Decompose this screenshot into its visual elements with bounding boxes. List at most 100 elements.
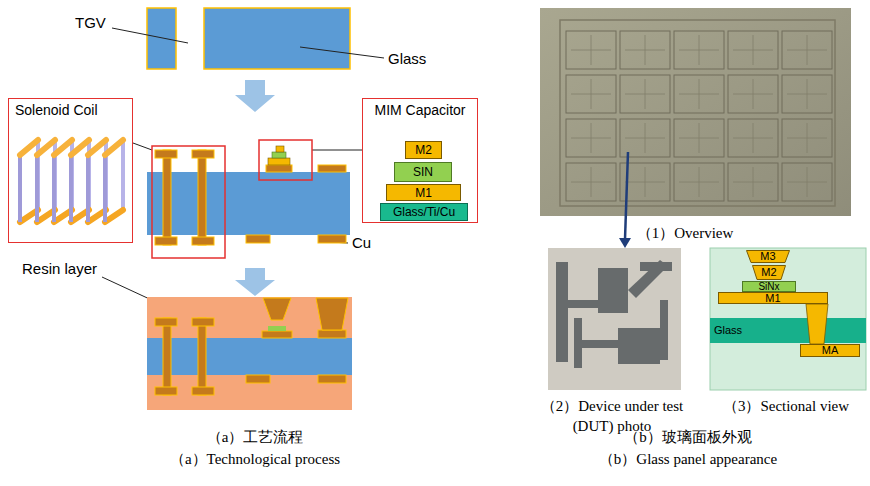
layer-label: SiNx — [758, 282, 779, 292]
solenoid-illustration — [52, 155, 56, 222]
resin-packaged-glass — [155, 318, 177, 326]
resin-packaged-glass — [262, 331, 292, 338]
resin-packaged-glass — [155, 387, 177, 395]
panel-photo — [540, 8, 851, 216]
solenoid-illustration — [105, 140, 123, 155]
layer-label: M2 — [415, 144, 432, 156]
resin-packaged-glass — [198, 318, 206, 395]
resin-packaged-glass — [318, 330, 346, 338]
layer-label: M2 — [761, 267, 776, 278]
glass-substrate-tgv — [147, 8, 350, 69]
resin-packaged-glass — [163, 318, 171, 395]
glass-substrate-tgv — [204, 8, 350, 69]
dut-photo — [598, 268, 628, 313]
dut-photo — [574, 318, 582, 368]
dielectric-layer: SIN — [394, 162, 452, 182]
layer-label: M1 — [415, 187, 432, 199]
process-arrow — [235, 268, 275, 296]
dut-photo — [660, 300, 668, 360]
glass-with-copper — [272, 152, 286, 158]
glass-with-copper — [152, 146, 225, 258]
layer-label: MA — [822, 345, 839, 356]
dut-photo — [556, 260, 672, 368]
glass-with-copper — [155, 150, 346, 245]
process-arrow — [235, 80, 275, 112]
dut-photo — [640, 262, 672, 271]
glass-with-copper — [259, 140, 312, 180]
panel-photo — [565, 30, 835, 206]
dut-photo — [618, 328, 660, 364]
layer-label: M3 — [760, 251, 775, 262]
resin-packaged-glass — [155, 298, 348, 395]
solenoid-illustration — [121, 140, 125, 210]
part-label: Resin layer — [22, 259, 97, 279]
dut-photo — [548, 248, 681, 390]
metal-layer: M2 — [752, 265, 786, 280]
glass-with-copper — [147, 140, 350, 258]
dut-arrow — [619, 152, 631, 248]
resin-packaged-glass — [147, 297, 352, 410]
glass-with-copper — [155, 150, 177, 158]
solenoid-illustration — [86, 155, 90, 222]
trapezoid-shape — [753, 266, 786, 280]
callout-title: Solenoid Coil — [15, 103, 98, 117]
panel-photo — [540, 8, 851, 216]
layer-label: M1 — [765, 293, 780, 304]
solenoid-illustration — [103, 155, 107, 222]
figure-caption: （1）Overview — [637, 223, 734, 243]
metal-layer: M2 — [405, 141, 442, 159]
glass-with-copper — [318, 235, 346, 243]
panel-photo — [560, 20, 835, 206]
dut-photo — [578, 340, 618, 348]
resin-packaged-glass — [318, 375, 346, 383]
callout-box: Solenoid Coil — [8, 98, 133, 243]
callout-box: MIM CapacitorM2SIN M1Glass/Ti/Cu — [362, 98, 478, 223]
resin-packaged-glass — [316, 298, 348, 330]
metal-layer: M1 — [718, 292, 828, 304]
glass-layer: Glass — [710, 318, 866, 343]
part-label: Glass — [388, 49, 426, 69]
sectional-view — [710, 248, 866, 390]
glass-with-copper — [163, 150, 171, 245]
metal-layer: MA — [800, 344, 860, 357]
glass-with-copper — [192, 150, 214, 158]
glass-with-copper — [192, 237, 214, 245]
metal-layer: M1 — [386, 184, 461, 201]
metal-layer: M3 — [746, 250, 790, 263]
dut-arrow — [625, 152, 628, 239]
figure-caption: （b）Glass panel appearance — [599, 449, 777, 469]
glass-with-copper — [155, 237, 177, 245]
substrate-layer: Glass/Ti/Cu — [380, 203, 468, 221]
resin-packaged-glass — [192, 318, 214, 326]
sectional-view — [806, 304, 828, 344]
figure-caption: （a）工艺流程 — [207, 427, 304, 447]
layer-label: Glass/Ti/Cu — [393, 206, 455, 218]
solenoid-illustration — [35, 155, 39, 222]
dut-photo — [548, 248, 681, 390]
glass-with-copper — [198, 150, 206, 245]
solenoid-illustration — [69, 155, 73, 222]
sectional-view — [710, 248, 866, 390]
figure-caption: （b）玻璃面板外观 — [624, 427, 752, 447]
callout-title: MIM Capacitor — [374, 103, 465, 117]
dut-photo — [556, 262, 568, 362]
solenoid-illustration — [18, 155, 22, 222]
solenoid-illustration — [105, 210, 123, 222]
layer-label: Glass — [714, 325, 742, 336]
glass-with-copper — [147, 172, 350, 235]
trapezoid-shape — [747, 251, 790, 263]
leader-line — [102, 28, 384, 302]
glass-with-copper — [276, 146, 284, 152]
figure-caption: （a）Technological process — [170, 449, 340, 469]
solenoid-illustration — [20, 155, 105, 222]
resin-packaged-glass — [192, 387, 214, 395]
resin-packaged-glass — [147, 297, 352, 410]
solenoid-illustration — [20, 140, 123, 155]
dut-arrow — [619, 238, 631, 248]
leader-line — [300, 47, 384, 58]
part-label: Cu — [352, 233, 371, 253]
leader-line — [112, 28, 188, 43]
resin-packaged-glass — [268, 326, 286, 331]
glass-substrate-tgv — [147, 8, 176, 69]
